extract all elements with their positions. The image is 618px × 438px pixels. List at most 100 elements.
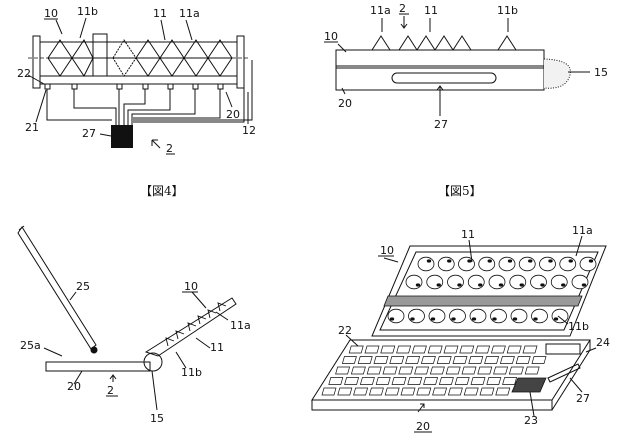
keyboard-key <box>396 345 412 354</box>
label-27: 27 <box>576 392 590 405</box>
keyboard-key <box>398 366 414 375</box>
ball-key-dot <box>581 283 587 287</box>
label-23: 23 <box>524 414 538 427</box>
ball-key <box>447 274 464 290</box>
area-23 <box>511 377 547 393</box>
keyboard-key <box>524 366 540 375</box>
label-20: 20 <box>338 97 352 110</box>
ball-key <box>498 256 516 272</box>
keyboard-key <box>477 366 493 375</box>
ball-key <box>550 274 568 290</box>
keyboard-key <box>350 366 366 375</box>
slot-27 <box>547 363 581 383</box>
base-plate <box>45 361 151 372</box>
ball-key-dot <box>528 259 533 263</box>
device-body <box>39 41 238 85</box>
raised-panel <box>144 297 237 357</box>
keyboard-key <box>436 356 452 364</box>
keyboard-key <box>389 356 405 364</box>
ball-key-dot <box>548 259 553 263</box>
keyboard-key <box>368 387 384 396</box>
stylus-25 <box>17 225 98 354</box>
keyboard-key <box>459 345 475 354</box>
ball-key-dot <box>410 317 415 321</box>
ball-key <box>478 256 496 272</box>
label-11a: 11a <box>179 7 200 20</box>
keyboard-key <box>420 356 436 364</box>
label-11a: 11a <box>370 4 391 17</box>
ball-key-dot <box>568 259 573 263</box>
label-22: 22 <box>338 324 352 337</box>
key-diamonds <box>47 39 233 77</box>
ball-key <box>539 256 556 272</box>
keyboard-key <box>321 387 337 396</box>
label-27: 27 <box>82 127 96 140</box>
keyboard-key <box>335 366 351 375</box>
label-12: 12 <box>242 124 256 137</box>
keyboard-key <box>486 377 502 385</box>
keyboard-key <box>344 377 360 385</box>
panel-keys <box>165 302 227 347</box>
keyboard-key <box>407 377 423 385</box>
label-11b: 11b <box>497 4 518 17</box>
wires <box>46 60 253 125</box>
ball-key-dot <box>487 259 492 263</box>
keyboard-key <box>463 387 479 396</box>
label-11: 11 <box>424 4 438 17</box>
figure-3: 10 11b 11 11a 22 21 27 2 20 12 <box>17 5 256 155</box>
ball-key-dot <box>478 283 483 287</box>
ball-key <box>437 256 455 272</box>
label-20: 20 <box>416 420 430 433</box>
keyboard-key <box>461 366 477 375</box>
caption-figure4: 【図4】 <box>140 184 184 198</box>
label-15: 15 <box>150 412 164 425</box>
keyboard-key <box>493 366 509 375</box>
hinge-bar <box>383 295 583 307</box>
keyboard-key <box>447 387 463 396</box>
keyboard-key <box>373 356 389 364</box>
keyboard-key <box>490 345 506 354</box>
label-10: 10 <box>44 7 58 20</box>
label-11: 11 <box>210 341 224 354</box>
keyboard-key <box>423 377 439 385</box>
ball-key-dot <box>457 283 462 287</box>
ball-key <box>530 274 547 290</box>
keyboard-key <box>484 356 500 364</box>
label-10: 10 <box>324 30 338 43</box>
keyboard-key <box>364 345 380 354</box>
ball-key-dot <box>561 283 566 287</box>
caption-figure5: 【図5】 <box>438 184 482 198</box>
keyboard-key <box>359 377 375 385</box>
ball-key-dot <box>533 317 538 321</box>
keyboard-key <box>357 356 373 364</box>
keyboard-key <box>499 356 515 364</box>
ball-key <box>428 308 446 324</box>
keyboard-key <box>495 387 511 396</box>
keyboard-key <box>400 387 416 396</box>
keyboard-key <box>414 366 430 375</box>
keyboard-key <box>366 366 382 375</box>
ball-key <box>469 308 487 324</box>
keyboard-key <box>445 366 461 375</box>
ball-key-dot <box>519 283 524 287</box>
keyboard-key <box>432 387 448 396</box>
ball-key <box>467 274 485 290</box>
label-21: 21 <box>25 121 39 134</box>
sensor-squares <box>44 83 224 90</box>
ball-key-dot <box>507 259 513 263</box>
triangle-keys <box>371 35 517 51</box>
keyboard-key <box>443 345 459 354</box>
keyboard-key <box>429 366 445 375</box>
label-2: 2 <box>107 384 114 397</box>
ball-key-dot <box>498 283 504 287</box>
figure-5: 11a 2 11 11b 10 15 20 27 <box>324 2 608 131</box>
dome-15 <box>543 58 571 89</box>
label-11: 11 <box>153 7 167 20</box>
keyboard-key <box>384 387 400 396</box>
right-post <box>236 35 245 89</box>
keyboard-key <box>531 356 547 364</box>
ball-key-dot <box>492 317 497 321</box>
label-11b: 11b <box>77 5 98 18</box>
ball-key-dot <box>451 317 456 321</box>
